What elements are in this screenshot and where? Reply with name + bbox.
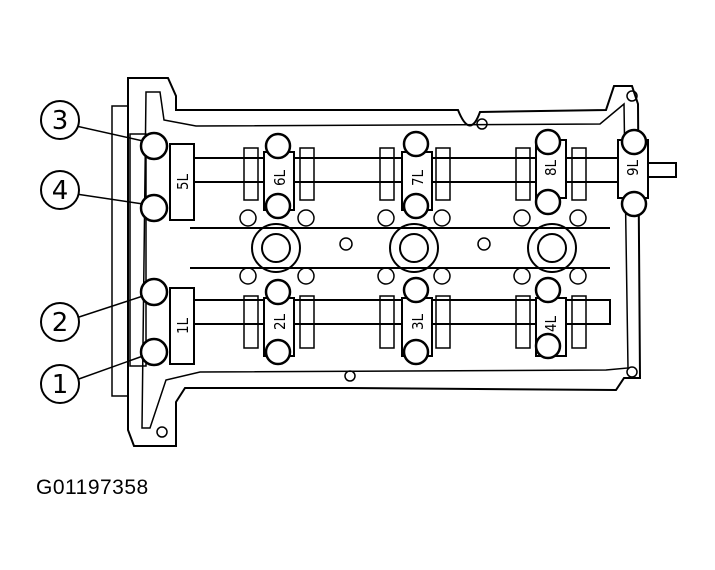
timing-sprocket bbox=[111, 105, 129, 397]
bolt-3 bbox=[139, 131, 169, 161]
cap-5l bbox=[169, 143, 195, 221]
cap-label-2l: 2L bbox=[271, 313, 289, 330]
cap-label-8l: 8L bbox=[542, 159, 560, 176]
head-outline bbox=[127, 77, 642, 447]
cap-bolts bbox=[139, 128, 648, 367]
spark-plug-towers bbox=[251, 223, 577, 273]
bolt-2 bbox=[139, 277, 169, 307]
cap-1l bbox=[169, 287, 195, 365]
cam-lobes bbox=[243, 147, 587, 349]
callout-leaders bbox=[75, 125, 144, 381]
cap-label-4l: 4L bbox=[542, 315, 560, 332]
cap-label-3l: 3L bbox=[409, 313, 427, 330]
callout-3-number: 3 bbox=[52, 106, 69, 136]
cap-label-7l: 7L bbox=[409, 169, 427, 186]
cap-label-6l: 6L bbox=[271, 169, 289, 186]
callout-1-number: 1 bbox=[52, 370, 69, 400]
bolt-1 bbox=[139, 337, 169, 367]
callout-4-number: 4 bbox=[52, 176, 69, 206]
cap-label-9l: 9L bbox=[624, 159, 642, 176]
head-holes bbox=[156, 90, 638, 438]
cap-label-5l: 5L bbox=[174, 173, 192, 190]
callout-2-number: 2 bbox=[52, 308, 69, 338]
callout-1: 1 bbox=[40, 364, 80, 404]
callout-3: 3 bbox=[40, 100, 80, 140]
cap-label-1l: 1L bbox=[174, 317, 192, 334]
cap-labels: 5L 1L 6L 2L 7L 3L 8L 4L 9L bbox=[174, 159, 642, 334]
small-nuts bbox=[239, 209, 587, 285]
callout-2: 2 bbox=[40, 302, 80, 342]
figure-id: G01197358 bbox=[36, 476, 149, 499]
callouts: 3 4 2 1 bbox=[40, 100, 80, 404]
callout-4: 4 bbox=[40, 170, 80, 210]
bolt-4 bbox=[139, 193, 169, 223]
